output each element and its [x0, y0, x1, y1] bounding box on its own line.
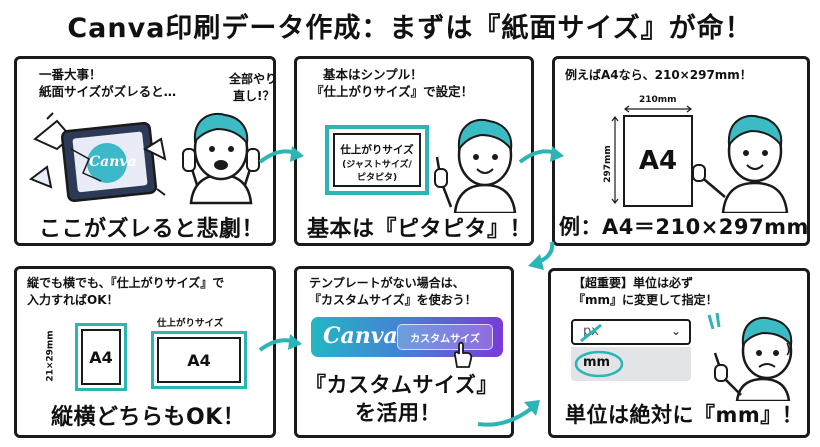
landscape-paper: A4	[157, 337, 241, 383]
unit-dropdown[interactable]: px ⌄	[571, 319, 691, 345]
a4-paper: A4	[623, 115, 693, 207]
canva-toolbar: Canva カスタムサイズ	[311, 317, 503, 357]
panel2-box-line3: ピタピタ)	[356, 173, 398, 183]
arrow-panel5-to-panel6-icon	[477, 400, 540, 427]
panel-orientation: 縦でも横でも、『仕上がりサイズ』で 入力すればOK！ 21×29mm A4 仕上…	[14, 266, 276, 438]
panel2-caption-line2: 『仕上がりサイズ』で設定！	[311, 84, 474, 99]
panel1-headline: ここがズレると悲劇！	[39, 217, 265, 242]
panel2-caption-line1: 基本はシンプル！	[323, 67, 423, 82]
panel3-caption: 例えばA4なら、210×297mm！	[565, 68, 752, 82]
custom-size-button[interactable]: カスタムサイズ	[397, 324, 493, 350]
panel5-caption-line1: テンプレートがない場合は、	[309, 276, 465, 290]
panel4-headline: 縦横どちらもOK！	[51, 405, 246, 430]
panel4-caption-line2: 入力すればOK！	[27, 293, 119, 307]
panel-mm-unit: 【超重要】単位は必ず 『mm』に変更して指定！ px ⌄ mm 単位は絶対に『m…	[542, 262, 810, 438]
panel1-speech-line1: 全部やり	[229, 72, 278, 86]
panel2-box-line2: (ジャストサイズ/	[342, 160, 412, 170]
panel-finished-size: 基本はシンプル！ 『仕上がりサイズ』で設定！ 仕上がりサイズ (ジャストサイズ/…	[294, 56, 534, 246]
worried-person-icon	[707, 312, 793, 401]
canva-logo: Canva	[323, 323, 398, 349]
pointing-person-icon	[434, 118, 517, 213]
panel1-speech-line2: 直し!？	[233, 89, 275, 103]
panel2-headline: 基本は『ピタピタ』！	[307, 217, 533, 242]
unit-option-mm[interactable]: mm	[571, 347, 691, 381]
hand-cursor-icon	[453, 341, 473, 368]
portrait-dimension-label: 21×29mm	[45, 330, 56, 382]
arrow-panel3-to-panel6-icon	[528, 241, 555, 270]
portrait-paper: A4	[81, 329, 121, 385]
panel6-caption-line1: 【超重要】単位は必ず	[573, 276, 694, 290]
landscape-frame: A4	[151, 331, 247, 389]
panel5-headline-line2: を活用！	[355, 401, 441, 425]
circle-highlight-icon	[574, 350, 624, 378]
panel-a4-example: 例えばA4なら、210×297mm！ 210mm 297mm A4 例：A4＝2…	[552, 56, 810, 246]
portrait-frame: A4	[75, 323, 127, 391]
height-dimension-arrow	[611, 116, 619, 204]
unit-option-mm-label: mm	[583, 355, 611, 370]
panel4-caption-line1: 縦でも横でも、『仕上がりサイズ』で	[27, 276, 225, 290]
panel5-headline-line1: 『カスタムサイズ』	[305, 373, 498, 397]
panel6-caption-line2: 『mm』に変更して指定！	[573, 293, 718, 307]
strike-mark-icon	[580, 323, 602, 343]
panel2-box-line1: 仕上がりサイズ	[340, 144, 414, 156]
panel6-headline: 単位は絶対に『mm』！	[565, 403, 804, 427]
landscape-caption: 仕上がりサイズ	[157, 318, 224, 329]
shocked-person-icon	[182, 112, 260, 205]
chevron-down-icon: ⌄	[670, 324, 681, 338]
panel1-caption-line2: 紙面サイズがズレると…	[39, 84, 177, 99]
finished-size-frame: 仕上がりサイズ (ジャストサイズ/ ピタピタ)	[325, 125, 429, 195]
panel1-caption-line1: 一番大事！	[39, 67, 102, 82]
panel1-canva-logo: Canva	[89, 154, 137, 170]
arrow-panel1-to-panel2-icon	[258, 146, 304, 164]
panel-custom-size: テンプレートがない場合は、 『カスタムサイズ』を使おう！ Canva カスタムサ…	[294, 266, 514, 438]
panel3-headline: 例：A4＝210×297mm	[559, 215, 809, 239]
arrow-panel2-to-panel3-icon	[518, 146, 564, 164]
broken-screen-illustration	[28, 112, 167, 203]
arrow-panel4-to-panel5-icon	[258, 334, 302, 352]
panel-size-mismatch: 一番大事！ 紙面サイズがズレると… 全部やり 直し!？ Canva ここがズレる…	[14, 56, 278, 246]
width-dimension-arrow	[624, 105, 692, 113]
panel5-caption-line2: 『カスタムサイズ』を使おう！	[309, 293, 477, 307]
page-title: Canva印刷データ作成：まずは『紙面サイズ』が命！	[67, 13, 753, 44]
a4-width-label: 210mm	[639, 95, 677, 105]
person-holding-paper-icon	[693, 114, 789, 213]
